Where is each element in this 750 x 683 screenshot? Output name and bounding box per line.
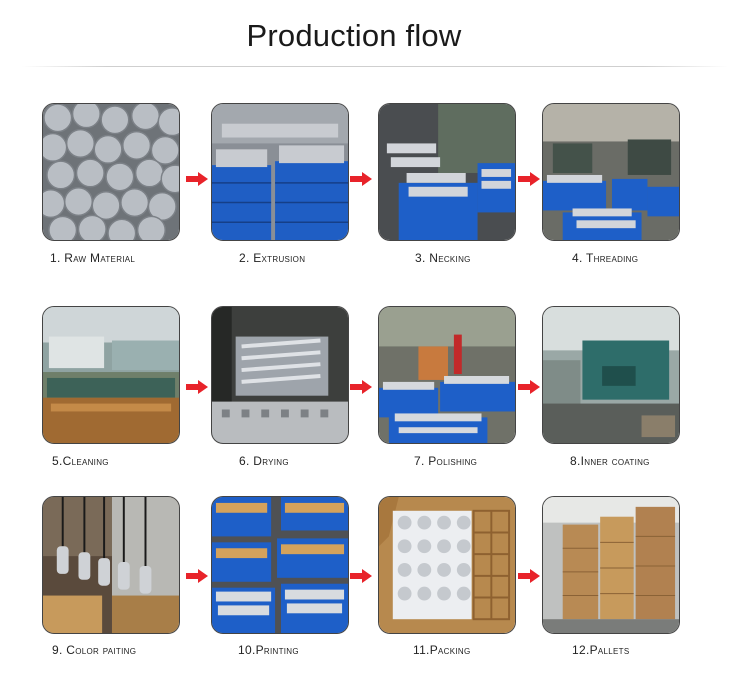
step-photo-polishing — [378, 306, 516, 444]
step-label-4: 4. Threading — [572, 251, 639, 265]
right-arrow-icon — [518, 569, 540, 583]
step-label-7: 7. Polishing — [414, 454, 478, 468]
right-arrow-icon — [518, 172, 540, 186]
step-photo-packing — [378, 496, 516, 634]
right-arrow-icon — [350, 569, 372, 583]
step-photo-drying — [211, 306, 349, 444]
step-label-3: 3. Necking — [415, 251, 471, 265]
step-photo-pallets — [542, 496, 680, 634]
step-photo-cleaning — [42, 306, 180, 444]
step-photo-extrusion — [211, 103, 349, 241]
step-label-10: 10.Printing — [238, 643, 299, 657]
step-photo-inner-coating — [542, 306, 680, 444]
right-arrow-icon — [350, 380, 372, 394]
step-label-5: 5.Cleaning — [52, 454, 109, 468]
right-arrow-icon — [186, 380, 208, 394]
step-photo-raw-material — [42, 103, 180, 241]
step-label-9: 9. Color paiting — [52, 643, 137, 657]
step-photo-color-painting — [42, 496, 180, 634]
step-photo-threading — [542, 103, 680, 241]
step-label-12: 12.Pallets — [572, 643, 630, 657]
title-divider — [22, 66, 728, 67]
step-label-11: 11.Packing — [413, 643, 471, 657]
step-photo-printing — [211, 496, 349, 634]
step-label-2: 2. Extrusion — [239, 251, 306, 265]
step-label-6: 6. Drying — [239, 454, 289, 468]
right-arrow-icon — [518, 380, 540, 394]
right-arrow-icon — [186, 569, 208, 583]
step-label-8: 8.Inner coating — [570, 454, 650, 468]
step-photo-necking — [378, 103, 516, 241]
step-label-1: 1. Raw Material — [50, 251, 136, 265]
right-arrow-icon — [350, 172, 372, 186]
page-title: Production flow — [246, 18, 462, 53]
right-arrow-icon — [186, 172, 208, 186]
